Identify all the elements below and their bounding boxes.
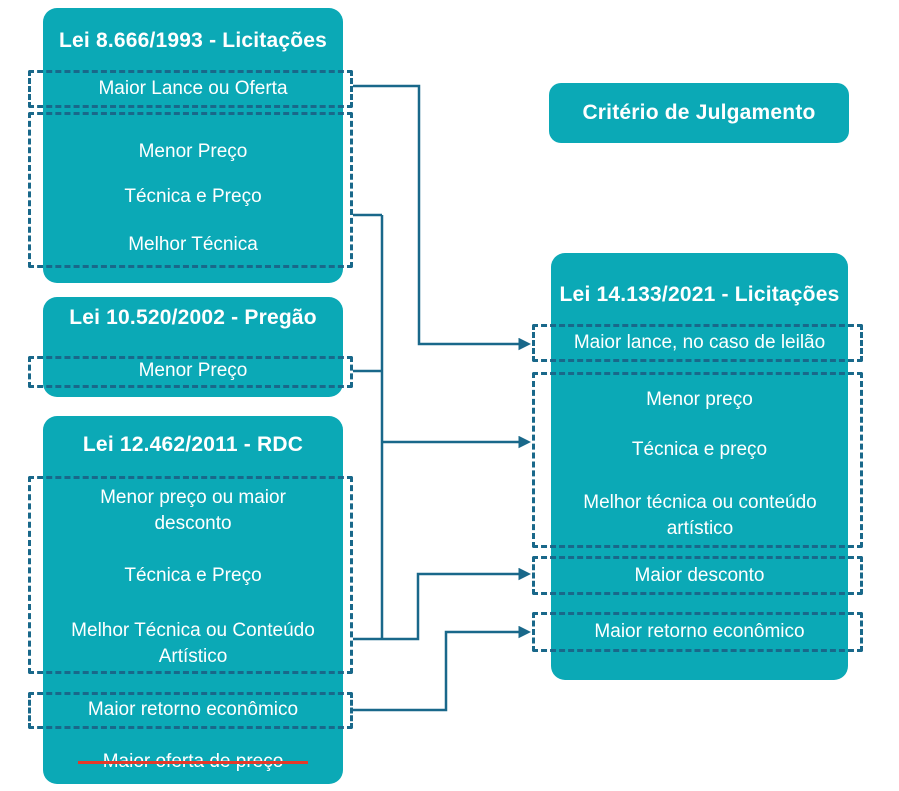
dashed-group-pregao-menor-preco	[28, 356, 353, 388]
lei-12462-title: Lei 12.462/2011 - RDC	[82, 433, 304, 456]
connector-to-maior-retorno	[353, 625, 531, 712]
dashed-group-14133-desconto	[532, 556, 863, 595]
lei-14133-item-maior-lance-leilao: Maior lance, no caso de leilão	[573, 332, 826, 353]
lei-14133-item-menor-preco: Menor preço	[646, 389, 753, 410]
red-strikethrough-line	[78, 761, 308, 764]
lei-12462-item-tecnica-preco: Técnica e Preço	[124, 565, 262, 586]
lei-14133-item-maior-desconto: Maior desconto	[634, 565, 765, 586]
lei-12462-item-melhor-conteudo: Melhor Técnica ou Conteúdo Artístico	[71, 620, 315, 667]
dashed-group-14133-lance	[532, 324, 863, 362]
dashed-group-14133-criterios	[532, 372, 863, 548]
law-box-lei-10520	[43, 297, 343, 397]
dashed-group-rdc-criterios	[28, 476, 353, 674]
lei-8666-item-maior-lance: Maior Lance ou Oferta	[98, 78, 288, 99]
lei-14133-item-melhor-conteudo: Melhor técnica ou conteúdo artístico	[583, 492, 817, 539]
criterio-de-julgamento-label: Critério de Julgamento	[549, 83, 849, 143]
connector-to-maior-desconto	[353, 567, 531, 641]
lei-12462-item-menor-desconto: Menor preço ou maior desconto	[100, 487, 286, 534]
law-box-lei-8666	[43, 8, 343, 283]
connector-maior-lance	[353, 84, 531, 351]
lei-14133-item-maior-retorno: Maior retorno econômico	[594, 621, 805, 642]
lei-14133-title: Lei 14.133/2021 - Licitações	[559, 283, 840, 306]
dashed-group-8666-criterios	[28, 112, 353, 268]
lei-8666-item-menor-preco: Menor Preço	[138, 141, 248, 162]
lei-14133-item-tecnica-preco: Técnica e preço	[631, 439, 768, 460]
lei-8666-item-melhor-tecnica: Melhor Técnica	[128, 234, 258, 255]
lei-8666-title: Lei 8.666/1993 - Licitações	[58, 29, 328, 52]
dashed-group-8666-lance	[28, 70, 353, 108]
lei-10520-title: Lei 10.520/2002 - Pregão	[69, 306, 317, 329]
dashed-group-14133-retorno	[532, 612, 863, 652]
lei-12462-item-maior-retorno: Maior retorno econômico	[87, 699, 299, 720]
dashed-group-rdc-retorno	[28, 692, 353, 729]
lei-8666-item-tecnica-preco: Técnica e Preço	[124, 186, 262, 207]
lei-10520-item-menor-preco: Menor Preço	[138, 360, 248, 381]
